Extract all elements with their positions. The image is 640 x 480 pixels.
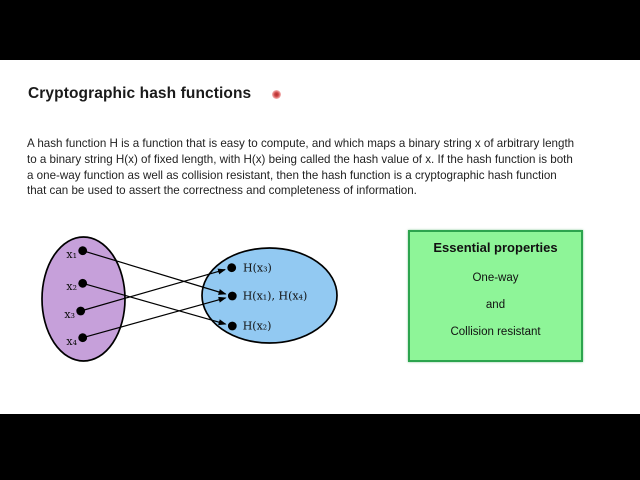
slide-title: Cryptographic hash functions: [28, 85, 252, 102]
label-x3: x₃: [64, 308, 75, 321]
letterbox-bottom: [0, 414, 640, 480]
intro-line: to a binary string H(x) of fixed length,…: [27, 152, 573, 166]
intro-line: that can be used to assert the correctne…: [27, 184, 417, 198]
arrow-x4-to-hx4: [82, 296, 227, 339]
property-one-way: One-way: [472, 272, 519, 284]
label-x1: x₁: [66, 248, 77, 261]
intro-line: a one-way function as well as collision …: [27, 168, 557, 182]
intro-line: A hash function H is a function that is …: [27, 137, 575, 150]
domain-ellipse: [41, 236, 126, 362]
dot-hx3: [227, 263, 237, 273]
property-and: and: [485, 299, 506, 311]
label-x2: x₂: [66, 280, 77, 293]
label-hx3: H(x₃): [243, 262, 272, 275]
label-x4: x₄: [66, 335, 77, 348]
dot-x4: [78, 333, 88, 343]
essential-properties-box: Essential properties One-way and Collisi…: [408, 230, 583, 362]
label-hx2: H(x₂): [243, 320, 272, 333]
dot-hx2: [227, 321, 237, 331]
arrow-x2-to-hx2: [82, 282, 227, 326]
intro-paragraph: A hash function H is a function that is …: [27, 136, 574, 199]
dot-x3: [76, 306, 86, 316]
arrow-x1-to-hx1: [82, 250, 227, 295]
label-hx1-hx4: H(x₁), H(x₄): [243, 290, 308, 303]
dot-x2: [78, 278, 88, 288]
arrow-x3-to-hx3: [80, 268, 226, 312]
property-collision-resistant: Collision resistant: [450, 326, 541, 338]
letterbox-top: [0, 0, 640, 60]
properties-title: Essential properties: [433, 240, 558, 255]
dot-hx1-hx4: [227, 291, 237, 301]
dot-x1: [78, 246, 88, 256]
hash-mapping-diagram: x₁ x₂ x₃ x₄ H(x₃) H(x₁), H(x₄) H(x₂): [41, 236, 338, 362]
range-ellipse: [201, 247, 338, 344]
laser-pointer-dot: [272, 90, 281, 99]
slide: Cryptographic hash functions A hash func…: [0, 60, 640, 414]
